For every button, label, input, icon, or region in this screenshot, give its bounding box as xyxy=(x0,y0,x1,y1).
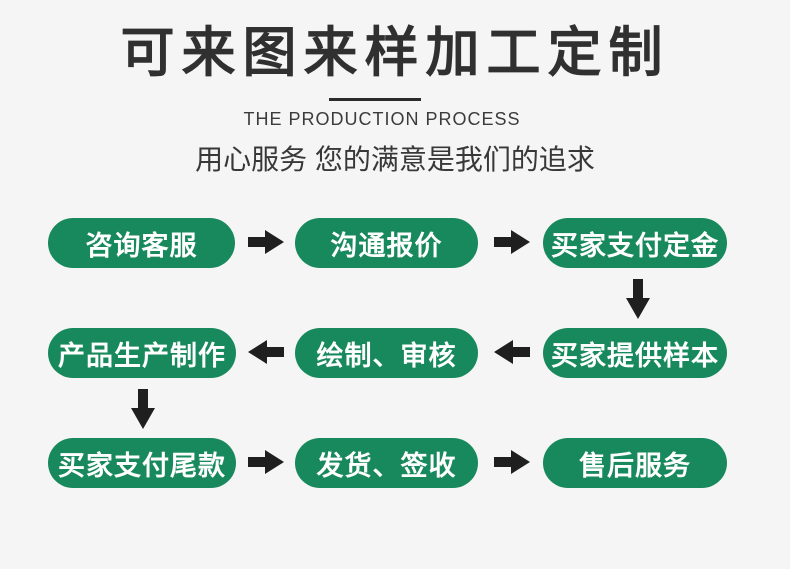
step-pill-deposit-payment: 买家支付定金 xyxy=(543,218,727,268)
arrow-right-icon xyxy=(248,230,284,254)
title-divider xyxy=(329,98,421,101)
step-pill-drawing-review: 绘制、审核 xyxy=(295,328,478,378)
arrow-right-icon xyxy=(248,450,284,474)
arrow-down-icon xyxy=(131,389,155,429)
banner-tagline: 用心服务 您的满意是我们的追求 xyxy=(195,144,595,175)
step-pill-production: 产品生产制作 xyxy=(48,328,236,378)
arrow-right-icon xyxy=(494,230,530,254)
step-pill-quote: 沟通报价 xyxy=(295,218,478,268)
banner-title: 可来图来样加工定制 xyxy=(120,23,670,83)
arrow-left-icon xyxy=(494,340,530,364)
arrow-left-icon xyxy=(248,340,284,364)
banner-subtitle-en: THE PRODUCTION PROCESS xyxy=(243,109,521,129)
step-pill-provide-sample: 买家提供样本 xyxy=(543,328,727,378)
step-pill-consult-service: 咨询客服 xyxy=(48,218,235,268)
step-pill-ship-sign: 发货、签收 xyxy=(295,438,478,488)
arrow-right-icon xyxy=(494,450,530,474)
step-pill-after-sales: 售后服务 xyxy=(543,438,727,488)
arrow-down-icon xyxy=(626,279,650,319)
step-pill-balance-payment: 买家支付尾款 xyxy=(48,438,236,488)
